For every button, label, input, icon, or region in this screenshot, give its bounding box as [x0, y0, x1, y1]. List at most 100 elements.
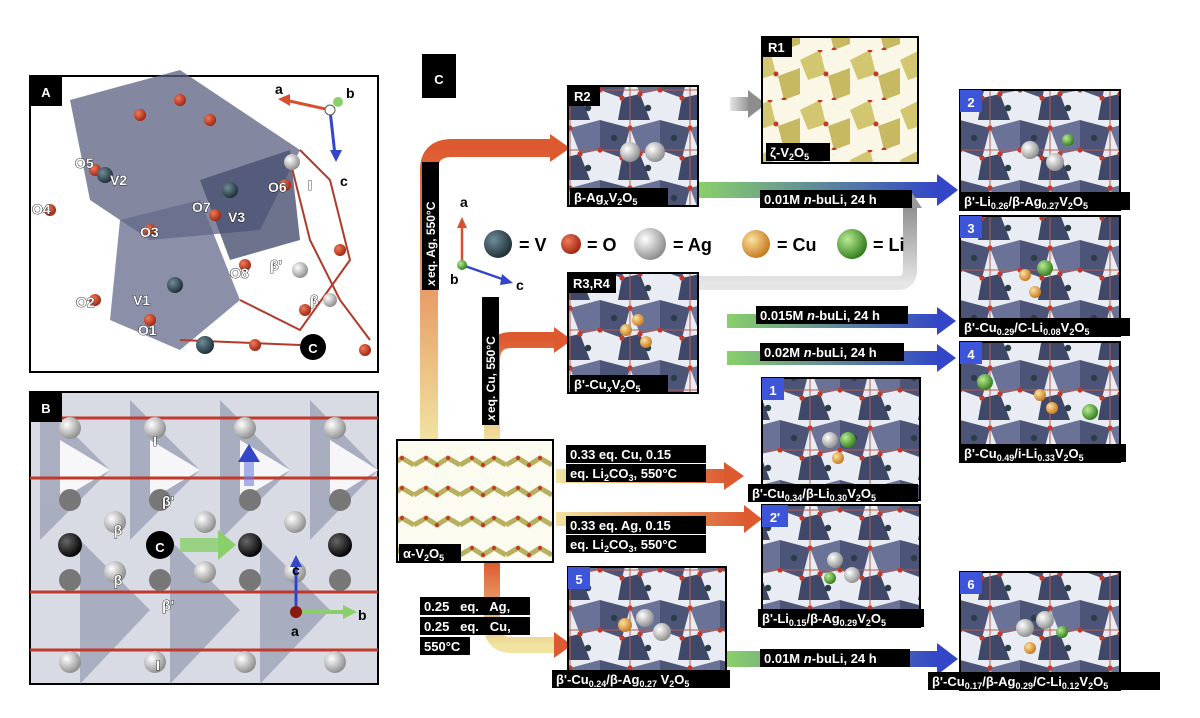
p4-s3: 2 [1064, 453, 1069, 463]
cond-nbuli-0015-pre: 0.015M [760, 308, 807, 323]
alpha-cap-main: α-V [403, 546, 424, 561]
cond-cu-x: x [484, 413, 498, 422]
site-o5: O5 [75, 155, 94, 171]
b-axis-c: c [292, 562, 300, 578]
r3r4-cap-s1: 2 [620, 384, 625, 394]
cond-ag-x: x [424, 278, 438, 287]
panel-b-letter: B [41, 401, 50, 416]
box-product-1: 1 β'-Cu0.34/β-Li0.30V2O5 [748, 377, 921, 503]
p2p-s1: 0.15 [789, 618, 807, 628]
legend-axis-c: c [516, 277, 524, 293]
legend: a b c = V = O = Ag = Cu = Li [450, 194, 905, 293]
r2-tag: R2 [574, 89, 591, 104]
cond-ag-cu-l1: 0.25 eq. Ag, [424, 599, 510, 614]
p3-t1: β'-Cu [964, 320, 997, 335]
p2p-t2: /β-Ag [806, 611, 839, 626]
p1-s2: 0.30 [830, 493, 848, 503]
p1-s4: 5 [871, 493, 876, 503]
p6-s1: 0.17 [965, 681, 983, 691]
svg-text:β'-Li0.26/β-Ag0.27V2O5: β'-Li0.26/β-Ag0.27V2O5 [964, 194, 1088, 211]
p2-s1: 0.26 [991, 201, 1009, 211]
site-o7: O7 [192, 199, 211, 215]
p3-t3: V [1061, 320, 1070, 335]
p5-t3: V [657, 672, 670, 687]
p2p-s2: 0.29 [840, 618, 858, 628]
r2-cap-main: β-Ag [574, 190, 604, 205]
p5-s2: 0.27 [639, 679, 657, 689]
p6-t3: /C-Li [1033, 674, 1062, 689]
svg-text:β'-CuxV2O5: β'-CuxV2O5 [574, 377, 641, 394]
cond-cu-rest: eq. Cu, 550°C [484, 336, 498, 413]
p2p-t3: V [857, 611, 866, 626]
box-r1: R1 ζ-V2O5 [761, 36, 919, 164]
svg-text:α-V2O5: α-V2O5 [403, 546, 444, 563]
svg-text:β'-Li0.15/β-Ag0.29V2O5: β'-Li0.15/β-Ag0.29V2O5 [762, 611, 886, 628]
r1-cap-sub1: 2 [789, 152, 794, 162]
legend-ag-label: = Ag [673, 235, 712, 255]
box-product-5: 5 β'-Cu0.24/β-Ag0.27 V2O5 [552, 566, 730, 689]
legend-axis-b: b [450, 271, 459, 287]
cond-nbuli-r2-pre: 0.01M [764, 192, 804, 207]
cond-nbuli-p5-n: n [804, 651, 812, 666]
cond-ag-cu-l3: 550°C [424, 639, 461, 654]
p3-s3: 2 [1069, 327, 1074, 337]
cond-cu-li-l1: 0.33 eq. Cu, 0.15 [570, 447, 671, 462]
cond-nbuli-0015-n: n [807, 308, 815, 323]
arrow-alpha-to-cu [484, 332, 556, 440]
p5-t1: β'-Cu [556, 672, 589, 687]
r2-cap-s1: 2 [617, 197, 622, 207]
p5-s3: 2 [669, 679, 674, 689]
site-o6: O6 [268, 179, 287, 195]
p6-t2: /β-Ag [982, 674, 1015, 689]
cond-ag-li-s1: 2 [604, 544, 609, 554]
p3-t4: O [1074, 320, 1084, 335]
panel-b: B I β' β C β β' I c a b [29, 391, 379, 685]
svg-text:β'-Cu0.34/β-Li0.30V2O5: β'-Cu0.34/β-Li0.30V2O5 [752, 486, 876, 503]
svg-text:β'-Cu0.17/β-Ag0.29/C-Li0.12V2O: β'-Cu0.17/β-Ag0.29/C-Li0.12V2O5 [932, 674, 1108, 691]
cond-nbuli-r2-n: n [804, 192, 812, 207]
p2-s2: 0.27 [1042, 201, 1060, 211]
b-site-betap-bottom: β' [162, 597, 174, 613]
panel-a: A a b c V2 V3 V1 O5 O4 O3 O7 O6 O8 O2 O1… [29, 70, 379, 373]
r2-cap-v: V [609, 190, 618, 205]
p4-s4: 5 [1079, 453, 1084, 463]
p6-s3: 0.12 [1062, 681, 1080, 691]
alpha-cap-s1: 2 [424, 553, 429, 563]
cond-ag-rest: eq. Ag, 550°C [424, 201, 438, 278]
b-site-betap-top: β' [162, 493, 174, 509]
panel-a-letter: A [41, 85, 51, 100]
box-r2: R2 β-AgxV2O5 [567, 85, 699, 207]
p6-t4: V [1079, 674, 1088, 689]
r3r4-tag: R3,R4 [573, 276, 611, 291]
cond-ag-li-a: eq. Li [570, 537, 604, 552]
p2-num: 2 [967, 95, 974, 110]
site-beta: β [310, 292, 319, 308]
alpha-cap-s2: 5 [439, 553, 444, 563]
p3-s4: 5 [1084, 327, 1089, 337]
svg-text:eq. Li2CO3, 550°C: eq. Li2CO3, 550°C [570, 537, 678, 554]
box-product-2prime: 2' β'-Li0.15/β-Ag0.29V2O5 [758, 504, 924, 628]
p6-t5: O [1093, 674, 1103, 689]
legend-axis-a: a [460, 194, 468, 210]
p5-s1: 0.24 [589, 679, 607, 689]
r3r4-cap-o: O [625, 377, 635, 392]
p4-t1: β'-Cu [964, 446, 997, 461]
b-site-i-bottom: I [156, 657, 160, 673]
p2p-s3: 2 [866, 618, 871, 628]
cond-cu-li-s1: 2 [604, 473, 609, 483]
r3r4-cap-v: V [612, 377, 621, 392]
cond-ag-cu-l2: 0.25 eq. Cu, [424, 619, 511, 634]
r3r4-cap-main: β'-Cu [574, 377, 607, 392]
cond-nbuli-002-pre: 0.02M [764, 345, 804, 360]
box-product-3: 3 β'-Cu0.29/C-Li0.08V2O5 [959, 215, 1130, 337]
svg-text:ζ-V2O5: ζ-V2O5 [770, 145, 809, 162]
legend-ag-swatch [634, 228, 666, 260]
r3r4-cap-s2: 5 [636, 384, 641, 394]
p4-s1: 0.49 [997, 453, 1015, 463]
r2-cap-o: O [622, 190, 632, 205]
p2-s3: 2 [1068, 201, 1073, 211]
svg-text:β'-Cu0.49/i-Li0.33V2O5: β'-Cu0.49/i-Li0.33V2O5 [964, 446, 1084, 463]
legend-v-label: = V [519, 235, 547, 255]
p4-num: 4 [967, 347, 975, 362]
b-site-beta-bottom: β [114, 572, 123, 588]
